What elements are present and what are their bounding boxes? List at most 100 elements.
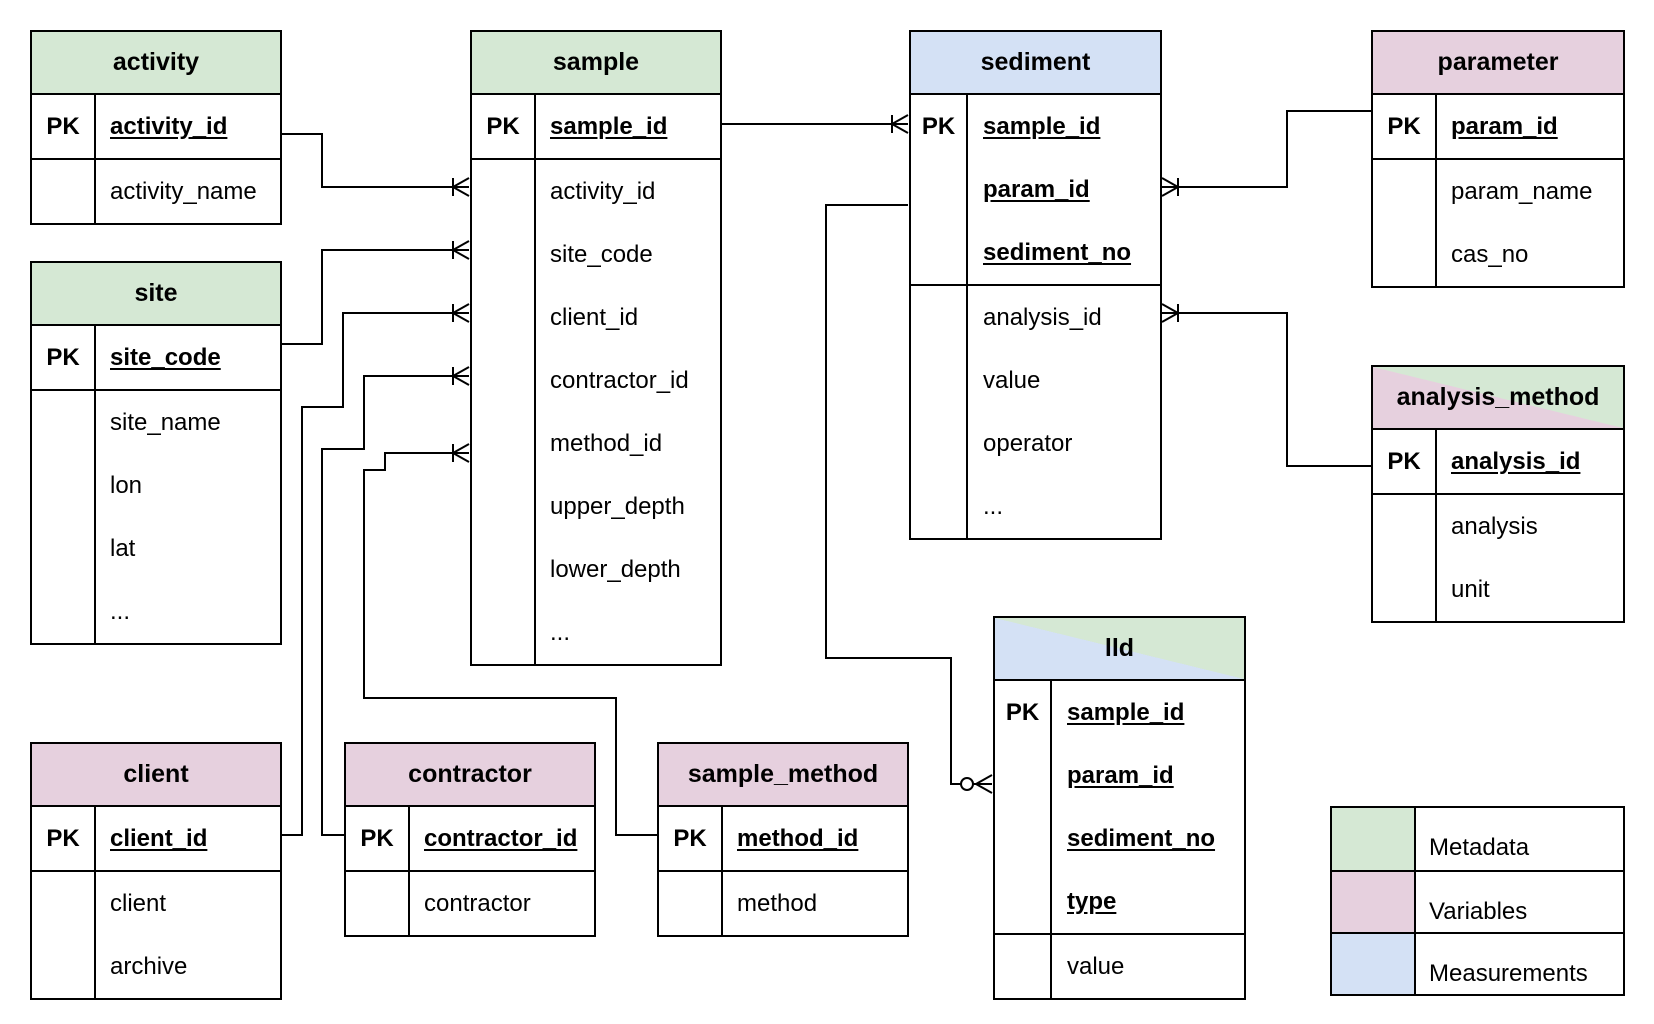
pk-label: PK bbox=[486, 113, 520, 140]
field-row: archive bbox=[32, 935, 280, 998]
field-client: client bbox=[110, 890, 167, 917]
field-lower-depth: lower_depth bbox=[550, 556, 681, 583]
pk-section: PK method_id bbox=[659, 807, 907, 870]
rel-site-sample bbox=[281, 249, 469, 345]
field-analysis-id: analysis_id bbox=[1451, 448, 1581, 475]
field-activity-id: activity_id bbox=[550, 178, 656, 205]
field-row: upper_depth bbox=[472, 475, 720, 538]
attr-section: client archive bbox=[32, 870, 280, 998]
attr-section: activity_name bbox=[32, 158, 280, 223]
entity-sample-method[interactable]: sample_method PK method_id method bbox=[657, 742, 909, 937]
field-row: client_id bbox=[472, 286, 720, 349]
legend-swatch bbox=[1332, 808, 1416, 870]
entity-parameter[interactable]: parameter PK param_id param_name cas_no bbox=[1371, 30, 1625, 288]
field-method-id: method_id bbox=[737, 825, 859, 852]
pk-label: PK bbox=[46, 825, 80, 852]
pk-section: PK contractor_id bbox=[346, 807, 594, 870]
field-archive: archive bbox=[110, 953, 188, 980]
field-row: ... bbox=[32, 580, 280, 643]
field-client-id: client_id bbox=[110, 825, 208, 852]
field-ellipsis: ... bbox=[550, 619, 571, 646]
crowfoot-many-marker bbox=[450, 366, 470, 386]
field-activity-id: activity_id bbox=[110, 113, 228, 140]
attr-section: param_name cas_no bbox=[1373, 158, 1623, 286]
field-site-name: site_name bbox=[110, 409, 221, 436]
rel-analysis-method-sediment bbox=[1162, 312, 1372, 467]
field-row: PK sample_id bbox=[995, 681, 1244, 744]
field-row: analysis_id bbox=[911, 286, 1160, 349]
field-lat: lat bbox=[110, 535, 136, 562]
entity-sample[interactable]: sample PK sample_id activity_id site_cod… bbox=[470, 30, 722, 666]
pk-label: PK bbox=[1387, 448, 1421, 475]
attr-section: activity_id site_code client_id contract… bbox=[472, 158, 720, 664]
field-row: ... bbox=[472, 601, 720, 664]
crowfoot-many-marker bbox=[450, 303, 470, 323]
rel-sediment-lld bbox=[825, 204, 992, 785]
field-row: lat bbox=[32, 517, 280, 580]
field-site-code: site_code bbox=[550, 241, 653, 268]
crowfoot-many-marker bbox=[973, 774, 993, 794]
entity-analysis-method[interactable]: analysis_method PK analysis_id analysis … bbox=[1371, 365, 1625, 623]
entity-header-sediment: sediment bbox=[911, 32, 1160, 95]
field-method-id: method_id bbox=[550, 430, 663, 457]
field-row: contractor bbox=[346, 872, 594, 935]
crowfoot-many-marker bbox=[889, 114, 909, 134]
crowfoot-many-marker bbox=[1161, 303, 1181, 323]
field-row: value bbox=[995, 935, 1244, 998]
pk-section: PK analysis_id bbox=[1373, 430, 1623, 493]
pk-section: PK sample_id param_id sediment_no bbox=[911, 95, 1160, 284]
pk-section: PK sample_id bbox=[472, 95, 720, 158]
field-sediment-no: sediment_no bbox=[983, 239, 1132, 266]
entity-lld[interactable]: lld PK sample_id param_id sediment_no ty… bbox=[993, 616, 1246, 1000]
field-row: method bbox=[659, 872, 907, 935]
legend-item-metadata: Metadata bbox=[1332, 808, 1623, 870]
field-row: type bbox=[995, 870, 1244, 933]
entity-header-sample: sample bbox=[472, 32, 720, 95]
rel-contractor-sample bbox=[321, 375, 469, 836]
field-operator: operator bbox=[983, 430, 1073, 457]
crowfoot-many-marker bbox=[1161, 177, 1181, 197]
attr-section: contractor bbox=[346, 870, 594, 935]
entity-activity[interactable]: activity PK activity_id activity_name bbox=[30, 30, 282, 225]
field-contractor: contractor bbox=[424, 890, 531, 917]
crowfoot-many-marker bbox=[450, 177, 470, 197]
field-contractor-id: contractor_id bbox=[550, 367, 689, 394]
field-method: method bbox=[737, 890, 818, 917]
entity-sediment[interactable]: sediment PK sample_id param_id sediment_… bbox=[909, 30, 1162, 540]
entity-header-client: client bbox=[32, 744, 280, 807]
field-row: contractor_id bbox=[472, 349, 720, 412]
rel-parameter-sediment bbox=[1162, 110, 1372, 188]
legend-label: Variables bbox=[1429, 898, 1528, 925]
field-param-id: param_id bbox=[1451, 113, 1558, 140]
field-row: ... bbox=[911, 475, 1160, 538]
legend-item-variables: Variables bbox=[1332, 870, 1623, 932]
legend-swatch bbox=[1332, 934, 1416, 994]
field-row: site_code bbox=[472, 223, 720, 286]
field-row: param_id bbox=[995, 744, 1244, 807]
field-row: PK client_id bbox=[32, 807, 280, 870]
field-row: PK method_id bbox=[659, 807, 907, 870]
entity-client[interactable]: client PK client_id client archive bbox=[30, 742, 282, 1000]
crowfoot-many-marker bbox=[450, 443, 470, 463]
legend-swatch bbox=[1332, 872, 1416, 932]
field-param-id: param_id bbox=[1067, 762, 1174, 789]
legend-label: Metadata bbox=[1429, 834, 1530, 861]
entity-header-site: site bbox=[32, 263, 280, 326]
field-row: PK activity_id bbox=[32, 95, 280, 158]
field-row: activity_name bbox=[32, 160, 280, 223]
field-row: lon bbox=[32, 454, 280, 517]
field-upper-depth: upper_depth bbox=[550, 493, 685, 520]
entity-contractor[interactable]: contractor PK contractor_id contractor bbox=[344, 742, 596, 937]
rel-sample-method-sample bbox=[363, 452, 658, 836]
field-row: PK analysis_id bbox=[1373, 430, 1623, 493]
field-activity-name: activity_name bbox=[110, 178, 257, 205]
legend: Metadata Variables Measurements bbox=[1330, 806, 1625, 996]
field-row: sediment_no bbox=[995, 807, 1244, 870]
field-row: method_id bbox=[472, 412, 720, 475]
field-row: client bbox=[32, 872, 280, 935]
field-contractor-id: contractor_id bbox=[424, 825, 578, 852]
field-param-id: param_id bbox=[983, 176, 1090, 203]
pk-label: PK bbox=[921, 113, 956, 140]
entity-site[interactable]: site PK site_code site_name lon lat ... bbox=[30, 261, 282, 645]
